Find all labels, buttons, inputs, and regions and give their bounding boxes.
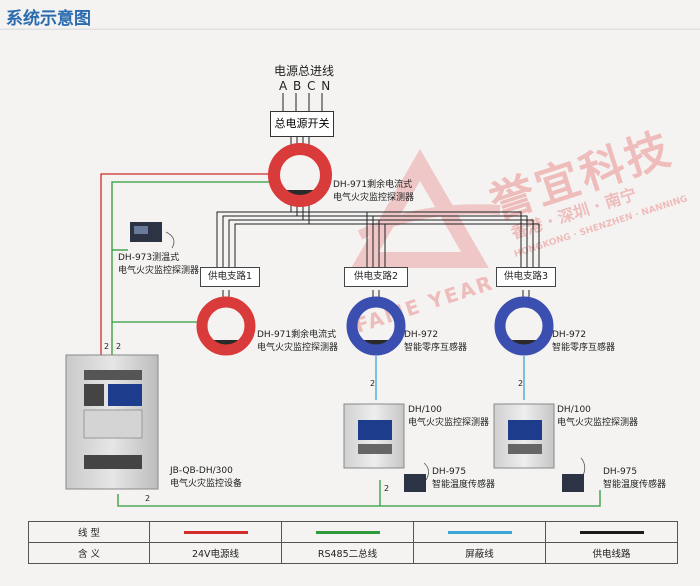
dh975-a-label-1: DH-975 xyxy=(432,467,467,477)
legend-swatch-cell-1 xyxy=(149,521,282,543)
dh971-main-label-2: 电气火灾监控探测器 xyxy=(333,193,415,203)
wire-count-marks: 2 2 2 2 2 2 xyxy=(104,342,523,503)
host-label-2: 电气火灾监控设备 xyxy=(170,479,243,489)
legend-swatch-4 xyxy=(579,530,644,534)
shield-lines xyxy=(375,356,525,400)
branch-1-box: 供电支路1 xyxy=(200,267,260,287)
power-in-lines xyxy=(282,93,323,112)
legend-row-meaning: 含 义 24V电源线 RS485二总线 屏蔽线 供电线路 xyxy=(28,542,678,564)
dh971-b1-label-2: 电气火灾监控探测器 xyxy=(257,343,339,353)
host-cabinet xyxy=(65,354,159,490)
dh973-label-1: DH-973测温式 xyxy=(118,253,180,263)
legend-swatch-1 xyxy=(183,530,248,534)
dh973-device xyxy=(130,222,162,242)
dh100-b-label-2: 电气火灾监控探测器 xyxy=(557,418,639,428)
branch-3-box: 供电支路3 xyxy=(496,267,556,287)
wire-count-6: 2 xyxy=(384,484,389,493)
power-phases-label: A B C N xyxy=(279,79,332,93)
legend-swatch-2 xyxy=(315,530,380,534)
dh972-a-label-1: DH-972 xyxy=(404,330,439,340)
wire-count-1: 2 xyxy=(104,342,109,351)
legend-swatch-cell-2 xyxy=(281,521,414,543)
branch-2-box: 供电支路2 xyxy=(344,267,408,287)
host-label-1: JB-QB-DH/300 xyxy=(170,466,233,476)
dh100-b-label-1: DH/100 xyxy=(557,405,591,415)
main-switch-box: 总电源开关 xyxy=(270,111,334,137)
power-24v-line xyxy=(100,173,272,355)
legend-swatch-cell-4 xyxy=(545,521,678,543)
dh100-a-label-1: DH/100 xyxy=(408,405,442,415)
legend-table: 线 型 含 义 24V电源线 RS485二总线 屏蔽线 供电线路 xyxy=(28,521,678,564)
dh975-device-b xyxy=(562,474,584,492)
dh975-b-label-2: 智能温度传感器 xyxy=(603,480,667,490)
dh971-branch1-ct xyxy=(196,296,256,356)
dh975-device-a xyxy=(404,474,426,492)
dh973-label-2: 电气火灾监控探测器 xyxy=(118,266,200,276)
dh971-main-label-1: DH-971剩余电流式 xyxy=(333,180,413,190)
legend-meaning-1: 24V电源线 xyxy=(149,542,282,564)
legend-meaning-2: RS485二总线 xyxy=(281,542,414,564)
wire-count-2: 2 xyxy=(116,342,121,351)
wire-count-4: 2 xyxy=(518,379,523,388)
dh972-b-label-1: DH-972 xyxy=(552,330,587,340)
legend-swatch-3 xyxy=(447,530,512,534)
dh971-main-ct xyxy=(268,143,332,207)
dh975-b-label-1: DH-975 xyxy=(603,467,638,477)
power-in-label: 电源总进线 xyxy=(274,64,335,78)
dh100-a-label-2: 电气火灾监控探测器 xyxy=(408,418,490,428)
legend-swatch-cell-3 xyxy=(413,521,546,543)
legend-header-line-type: 线 型 xyxy=(28,521,150,543)
dh971-b1-label-1: DH-971剩余电流式 xyxy=(257,330,337,340)
page-title: 系统示意图 xyxy=(6,9,91,29)
dh972-b-label-2: 智能零序互感器 xyxy=(552,343,616,353)
dh972-ct-b xyxy=(494,296,554,356)
supply-bus xyxy=(216,205,540,305)
dh972-ct-a xyxy=(346,296,406,356)
dh975-a-label-2: 智能温度传感器 xyxy=(432,480,496,490)
legend-header-meaning: 含 义 xyxy=(28,542,150,564)
wire-count-3: 2 xyxy=(370,379,375,388)
legend-meaning-4: 供电线路 xyxy=(545,542,678,564)
dh972-a-label-2: 智能零序互感器 xyxy=(404,343,468,353)
dh100-device-a xyxy=(343,403,405,469)
rs485-line xyxy=(111,181,601,507)
dh100-device-b xyxy=(493,403,555,469)
legend-row-line-type: 线 型 xyxy=(28,521,678,543)
legend-meaning-3: 屏蔽线 xyxy=(413,542,546,564)
wire-count-5: 2 xyxy=(145,494,150,503)
title-divider xyxy=(0,27,700,30)
